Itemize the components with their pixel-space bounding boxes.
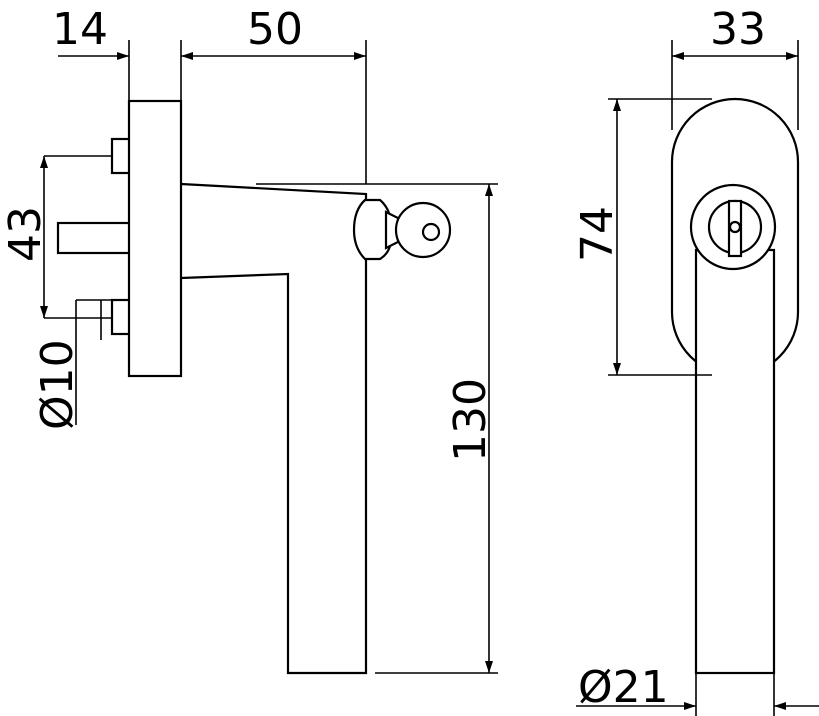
lock-cylinder-icon [689, 183, 777, 271]
key-icon [352, 198, 452, 261]
dim-flange-thickness: 14 [52, 4, 108, 55]
front-view [670, 97, 800, 675]
dim-lever-length: 130 [445, 378, 496, 462]
side-view [56, 99, 452, 675]
lower-screw [110, 298, 132, 336]
dim-rosette-width: 33 [710, 4, 766, 55]
upper-screw [110, 137, 132, 175]
lever [694, 248, 776, 675]
dim-lever-diameter: Ø21 [578, 662, 669, 713]
dim-handle-projection: 50 [247, 4, 303, 55]
handle-body-side [180, 182, 368, 675]
base-flange [127, 99, 183, 378]
dim-screw-spacing: 43 [0, 206, 51, 262]
dim-spindle-diameter: Ø10 [32, 339, 83, 430]
dim-rosette-height: 74 [572, 206, 623, 262]
dimension-lines [40, 40, 819, 716]
spindle [56, 221, 132, 255]
